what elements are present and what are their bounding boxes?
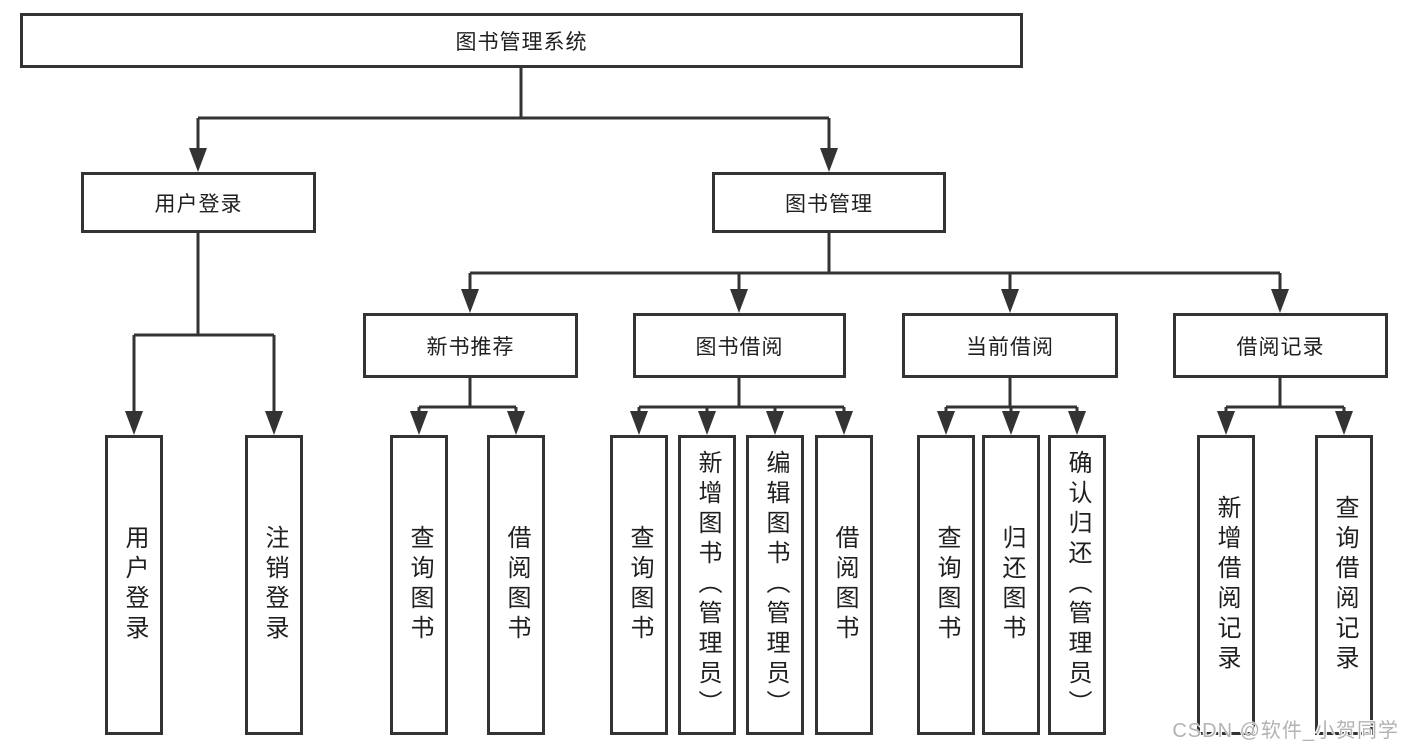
node-label: 借阅图书: [831, 525, 858, 645]
node-label: 用户登录: [154, 192, 243, 216]
leaf-records-query-record: 查询借阅记录: [1315, 435, 1373, 735]
node-label: 查询图书: [626, 525, 653, 645]
node-label: 归还图书: [998, 525, 1025, 645]
node-label: 新书推荐: [426, 335, 515, 359]
node-current-borrowing: 当前借阅: [902, 313, 1118, 378]
node-label: 图书管理: [785, 192, 873, 216]
node-label: 当前借阅: [966, 335, 1054, 359]
node-label: 借阅记录: [1236, 335, 1325, 359]
node-label: 编辑图书（管理员）: [762, 450, 789, 720]
node-label: 查询借阅记录: [1331, 495, 1358, 675]
leaf-user-login: 用户登录: [105, 435, 163, 735]
leaf-borrowing-edit-books-admin: 编辑图书（管理员）: [746, 435, 804, 735]
node-user-login: 用户登录: [81, 172, 316, 233]
watermark-text: CSDN @软件_小贺同学: [1172, 720, 1399, 742]
arrowhead-icons: [125, 148, 1353, 435]
leaf-current-query-books: 查询图书: [917, 435, 975, 735]
node-book-borrowing: 图书借阅: [633, 313, 846, 378]
node-label: 新增借阅记录: [1213, 495, 1240, 675]
node-new-book-recommend: 新书推荐: [363, 313, 578, 378]
node-borrowing-records: 借阅记录: [1173, 313, 1388, 378]
node-root: 图书管理系统: [20, 13, 1023, 68]
leaf-logout-login: 注销登录: [245, 435, 303, 735]
leaf-records-add-record: 新增借阅记录: [1197, 435, 1255, 735]
leaf-borrowing-query-books: 查询图书: [610, 435, 668, 735]
node-label: 借阅图书: [503, 525, 530, 645]
leaf-recommend-borrow-books: 借阅图书: [487, 435, 545, 735]
leaf-current-confirm-return-admin: 确认归还（管理员）: [1048, 435, 1106, 735]
node-label: 图书借阅: [695, 335, 784, 359]
leaf-recommend-query-books: 查询图书: [390, 435, 448, 735]
leaf-borrowing-borrow-books: 借阅图书: [815, 435, 873, 735]
node-book-management: 图书管理: [712, 172, 946, 233]
node-label: 查询图书: [933, 525, 960, 645]
node-label: 注销登录: [261, 525, 288, 645]
node-label: 用户登录: [121, 525, 148, 645]
leaf-borrowing-add-books-admin: 新增图书（管理员）: [678, 435, 736, 735]
node-label: 查询图书: [406, 525, 433, 645]
node-label: 确认归还（管理员）: [1064, 450, 1091, 720]
node-label: 图书管理系统: [455, 30, 588, 54]
node-label: 新增图书（管理员）: [694, 450, 721, 720]
leaf-current-return-books: 归还图书: [982, 435, 1040, 735]
